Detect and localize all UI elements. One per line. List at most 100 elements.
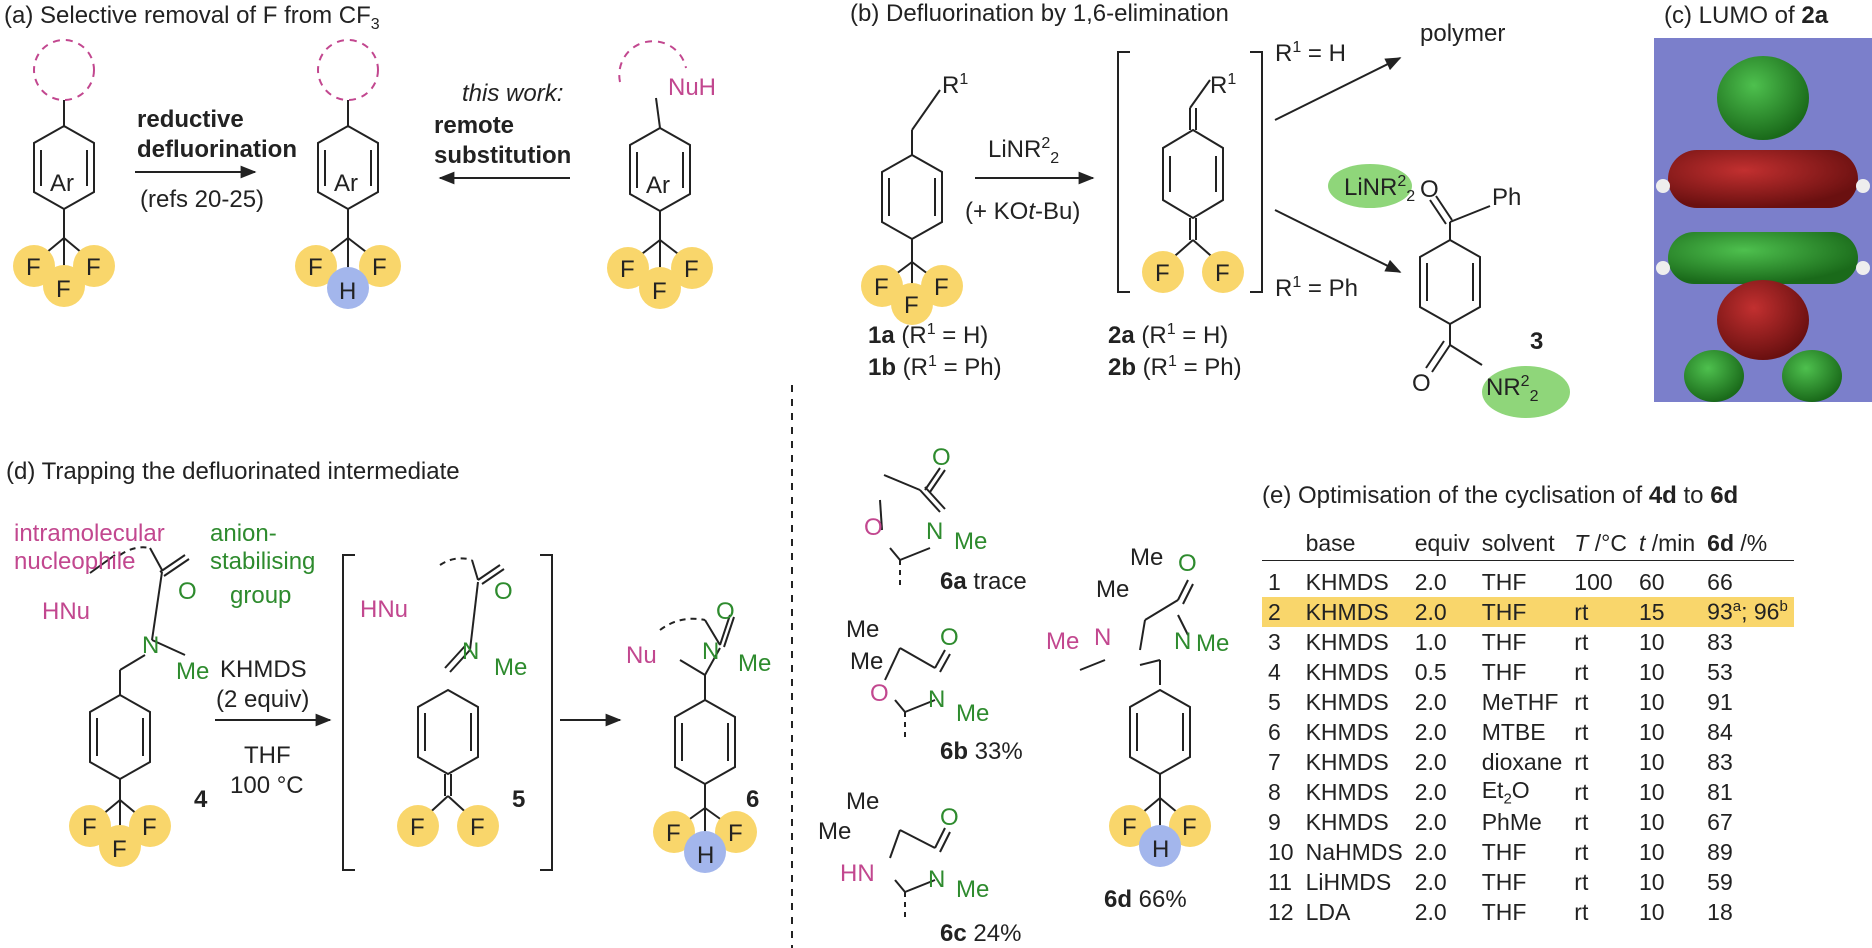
compound-5-label: 5 xyxy=(512,786,526,813)
panel-d-title: (d) Trapping the defluorinated intermedi… xyxy=(6,458,460,485)
cell-base: KHMDS xyxy=(1305,718,1389,745)
header-temperature: T /°C xyxy=(1568,528,1633,561)
product-6b-label: 6b 33% xyxy=(940,738,1023,765)
cell-yield: 59 xyxy=(1707,869,1733,896)
n-label: N xyxy=(1094,624,1112,651)
panel-b-title: (b) Defluorination by 1,6-elimination xyxy=(850,0,1229,27)
nucleophile-label: nucleophile xyxy=(14,548,136,575)
f-label: F xyxy=(26,254,41,281)
cell-yield: 81 xyxy=(1707,778,1733,805)
cell-entry: 5 xyxy=(1268,688,1281,715)
cell-yield: 53 xyxy=(1707,658,1733,685)
cell-solvent: MeTHF xyxy=(1481,688,1559,715)
cell-solvent: THF xyxy=(1481,568,1527,595)
cell-solvent: THF xyxy=(1481,899,1527,926)
cell-temperature: rt xyxy=(1574,778,1589,805)
o-label: O xyxy=(940,624,959,651)
n-label: N xyxy=(1174,628,1192,655)
r1-h-condition: R1 = H xyxy=(1275,39,1346,67)
me-label: Me xyxy=(1046,628,1080,655)
refs-label: (refs 20-25) xyxy=(140,186,265,213)
cell-yield: 89 xyxy=(1707,839,1733,866)
nu-label: Nu xyxy=(626,642,657,669)
cell-solvent: THF xyxy=(1481,839,1527,866)
f-label: F xyxy=(142,814,157,841)
header-yield: 6d /% xyxy=(1701,528,1794,561)
substituent-placeholder xyxy=(33,39,95,101)
cell-time: 10 xyxy=(1638,658,1665,685)
f-label: F xyxy=(666,820,681,847)
me-label: Me xyxy=(956,876,990,903)
cell-temperature: rt xyxy=(1568,597,1633,627)
panel-c-title: (c) LUMO of 2a xyxy=(1664,2,1829,29)
f-label: F xyxy=(1215,260,1230,287)
product-6a-label: 6a trace xyxy=(940,568,1027,595)
me-label: Me xyxy=(494,654,528,681)
n-label: N xyxy=(928,686,946,713)
cell-time: 10 xyxy=(1638,688,1665,715)
me-label: Me xyxy=(850,648,884,675)
compound-4-label: 4 xyxy=(194,786,208,813)
cell-entry: 2 xyxy=(1262,597,1300,627)
f-label: F xyxy=(620,256,635,283)
f-label: F xyxy=(1182,814,1197,841)
ar-label: Ar xyxy=(334,170,358,197)
cell-base: KHMDS xyxy=(1305,688,1389,715)
me-label: Me xyxy=(1130,544,1164,571)
cell-equiv: 2.0 xyxy=(1414,688,1447,715)
o-label: O xyxy=(494,578,513,605)
cell-base: KHMDS xyxy=(1305,778,1389,805)
cell-base: KHMDS xyxy=(1305,658,1389,685)
cell-solvent: THF xyxy=(1481,869,1527,896)
r1-label: R1 xyxy=(1210,71,1237,99)
o-label: O xyxy=(940,804,959,831)
f-label: F xyxy=(308,254,323,281)
nr-label: NR22 xyxy=(1486,373,1539,405)
cell-equiv: 2.0 xyxy=(1414,839,1447,866)
cell-entry: 9 xyxy=(1268,809,1281,836)
cell-equiv: 2.0 xyxy=(1408,597,1476,627)
cell-equiv: 2.0 xyxy=(1414,899,1447,926)
additive-label: (+ KOt-Bu) xyxy=(965,198,1081,225)
f-label: F xyxy=(728,820,743,847)
me-label: Me xyxy=(846,616,880,643)
this-work-label: this work: xyxy=(462,80,564,107)
f-label: F xyxy=(372,254,387,281)
f-label: F xyxy=(82,814,97,841)
substituent-placeholder xyxy=(317,39,379,101)
me-label: Me xyxy=(956,700,990,727)
ar-label: Ar xyxy=(50,170,74,197)
h-label: H xyxy=(339,278,357,305)
cell-solvent: Et2O xyxy=(1481,777,1530,808)
reagent-ellipses xyxy=(1328,164,1570,418)
cell-temperature: rt xyxy=(1574,839,1589,866)
cell-entry: 4 xyxy=(1268,658,1281,685)
hn-label: HN xyxy=(840,860,875,887)
f-label: F xyxy=(874,274,889,301)
cell-yield: 83 xyxy=(1707,748,1733,775)
compound-2b-label: 2b (R1 = Ph) xyxy=(1108,353,1242,381)
intramolecular-label: intramolecular xyxy=(14,520,165,547)
cell-yield: 93a; 96b xyxy=(1701,597,1794,627)
table-header-row: base equiv solvent T /°C t /min 6d /% xyxy=(1262,528,1794,561)
header-equiv: equiv xyxy=(1408,528,1476,561)
anion-label: anion- xyxy=(210,520,277,547)
cell-time: 10 xyxy=(1638,748,1665,775)
cell-yield: 84 xyxy=(1707,718,1733,745)
group-label: group xyxy=(230,582,292,609)
f-label: F xyxy=(904,292,919,319)
cell-equiv: 0.5 xyxy=(1414,658,1447,685)
f-label: F xyxy=(652,278,667,305)
f-label: F xyxy=(56,276,71,303)
cell-equiv: 2.0 xyxy=(1414,778,1447,805)
cell-entry: 3 xyxy=(1268,628,1281,655)
cell-time: 10 xyxy=(1638,778,1665,805)
ph-label: Ph xyxy=(1492,184,1522,211)
